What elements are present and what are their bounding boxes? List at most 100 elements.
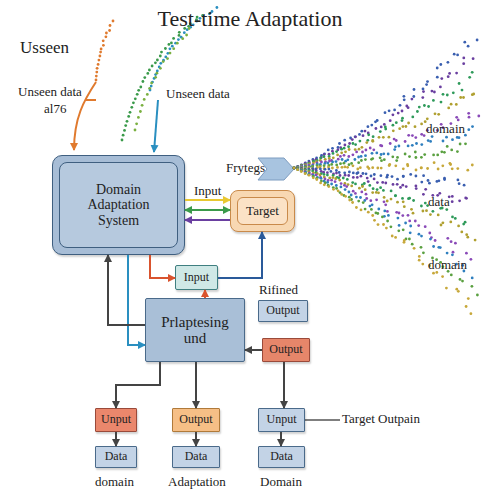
scatter-dot: [340, 151, 343, 154]
text-label: domain: [95, 474, 134, 490]
scatter-dot: [344, 195, 347, 198]
scatter-dot: [296, 168, 299, 171]
scatter-dot: [440, 101, 443, 104]
scatter-dot: [364, 130, 367, 133]
scatter-dot: [409, 225, 412, 228]
box-text: Data: [105, 450, 128, 463]
scatter-dot: [293, 167, 296, 170]
scatter-dot: [319, 174, 322, 177]
scatter-dot: [350, 185, 353, 188]
scatter-dot: [398, 127, 401, 130]
scatter-dot: [375, 152, 378, 155]
scatter-dot: [362, 134, 365, 137]
scatter-dot: [376, 119, 379, 122]
scatter-dot: [471, 285, 474, 288]
scatter-dot: [470, 312, 473, 315]
scatter-dot: [354, 192, 357, 195]
scatter-dot: [428, 232, 431, 235]
scatter-dot: [427, 139, 430, 142]
scatter-dot: [148, 87, 151, 90]
scatter-dot: [381, 216, 384, 219]
scatter-dot: [447, 61, 450, 64]
scatter-dot: [350, 162, 353, 165]
scatter-dot: [367, 211, 370, 214]
scatter-dot: [397, 217, 400, 220]
connector: [115, 432, 117, 446]
scatter-dot: [463, 184, 466, 187]
scatter-dot: [377, 223, 380, 226]
scatter-dot: [354, 143, 357, 146]
leader-line: [86, 99, 96, 101]
scatter-dot: [112, 20, 115, 23]
scatter-dot: [427, 179, 430, 182]
scatter-dot: [402, 125, 405, 128]
scatter-dot: [451, 200, 454, 203]
scatter-dot: [403, 95, 406, 98]
scatter-dot: [414, 220, 417, 223]
scatter-dot: [97, 63, 100, 66]
scatter-dot: [380, 159, 383, 162]
scatter-dot: [172, 47, 175, 50]
scatter-dot: [459, 143, 462, 146]
scatter-dot: [324, 158, 327, 161]
scatter-dot: [420, 167, 423, 170]
scatter-dot: [413, 88, 416, 91]
scatter-dot: [341, 158, 344, 161]
scatter-dot: [443, 178, 446, 181]
scatter-dot: [151, 65, 154, 68]
scatter-dot: [396, 183, 399, 186]
scatter-dot: [471, 164, 474, 167]
scatter-dot: [335, 164, 338, 167]
scatter-dot: [390, 190, 393, 193]
connector: [245, 349, 262, 351]
scatter-dot: [395, 139, 398, 142]
scatter-dot: [360, 191, 363, 194]
scatter-dot: [304, 172, 307, 175]
scatter-dot: [415, 187, 418, 190]
scatter-dot: [471, 125, 474, 128]
text-label: Frytegs: [226, 160, 265, 176]
scatter-dot: [420, 133, 423, 136]
scatter-dot: [171, 45, 174, 48]
scatter-dot: [324, 168, 327, 171]
scatter-dot: [457, 179, 460, 182]
scatter-dot: [307, 173, 310, 176]
scatter-dot: [326, 181, 329, 184]
scatter-dot: [416, 110, 419, 113]
scatter-dot: [364, 188, 367, 191]
input-stream-arrow: [154, 100, 158, 152]
scatter-dot: [466, 236, 469, 239]
scatter-dot: [326, 162, 329, 165]
scatter-dot: [465, 252, 468, 255]
scatter-dot: [296, 168, 299, 171]
scatter-dot: [124, 124, 127, 127]
scatter-dot: [396, 201, 399, 204]
scatter-dot: [332, 152, 335, 155]
scatter-dot: [380, 174, 383, 177]
scatter-dot: [424, 225, 427, 228]
scatter-dot: [143, 98, 146, 101]
scatter-dot: [355, 196, 358, 199]
scatter-dot: [328, 157, 331, 160]
scatter-dot: [332, 176, 335, 179]
scatter-dot: [348, 196, 351, 199]
scatter-dot: [354, 135, 357, 138]
text-label: data: [428, 194, 450, 210]
scatter-dot: [371, 140, 374, 143]
scatter-dot: [394, 164, 397, 167]
scatter-dot: [386, 200, 389, 203]
scatter-dot: [390, 198, 393, 201]
scatter-dot: [448, 72, 451, 75]
connector: [218, 232, 262, 278]
scatter-dot: [166, 57, 169, 60]
scatter-dot: [293, 167, 296, 170]
scatter-dot: [408, 220, 411, 223]
scatter-dot: [304, 172, 307, 175]
scatter-dot: [415, 142, 418, 145]
scatter-dot: [422, 193, 425, 196]
scatter-dot: [371, 214, 374, 217]
scatter-dot: [436, 154, 439, 157]
scatter-dot: [449, 162, 452, 165]
scatter-dot: [418, 255, 421, 258]
